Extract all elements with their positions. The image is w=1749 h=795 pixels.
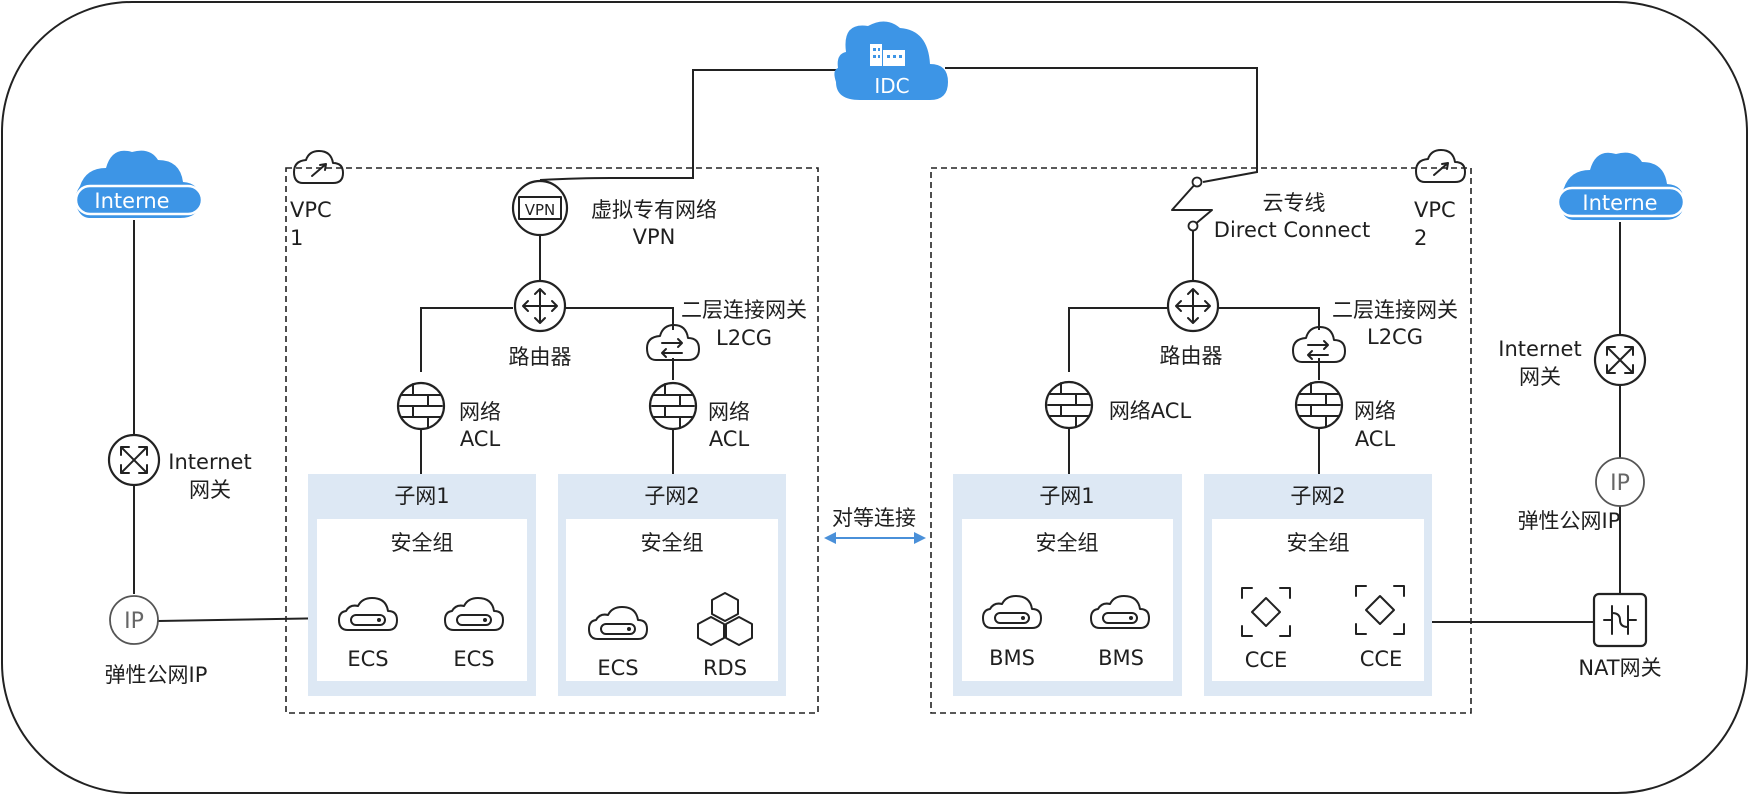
right-gateway-label-1: Internet: [1498, 337, 1581, 361]
vpc1-vpn: VPN 虚拟专有网络 VPN: [511, 179, 717, 249]
vpn-icon-text: VPN: [525, 201, 556, 219]
nat-icon: [1603, 605, 1637, 635]
vpc1-subnet2-acl-label-2: ACL: [709, 427, 750, 451]
acl-firewall-icon: [396, 381, 446, 431]
vpc1-subnet1-acl-label-2: ACL: [460, 427, 501, 451]
vpc1-subnet2-title: 子网2: [644, 484, 699, 508]
right-gateway-label-2: 网关: [1519, 365, 1561, 389]
vpc2-router-label: 路由器: [1160, 344, 1223, 368]
acl-firewall-icon: [1044, 380, 1094, 430]
vpc1-vpn-label-2: VPN: [633, 225, 676, 249]
right-eip: IP 弹性公网IP: [1518, 457, 1645, 533]
building-cloud-icon: [870, 44, 905, 66]
vpc1-cloud-icon: [293, 150, 344, 184]
vpc1-router-label: 路由器: [509, 345, 572, 369]
vpc2-l2cg: 二层连接网关 L2CG: [1292, 298, 1458, 363]
internet-cloud-right: Interne: [1556, 152, 1686, 220]
vpc1-name-1: VPC: [290, 198, 332, 222]
vpc2-subnet2-res1: CCE: [1245, 648, 1288, 672]
acl-firewall-icon: [648, 381, 698, 431]
router-icon: [513, 279, 567, 333]
left-eip-label: 弹性公网IP: [105, 663, 208, 687]
vpc-peering: 对等连接: [824, 506, 926, 544]
vpc1-subnet1-title: 子网1: [394, 484, 449, 508]
vpc1-subnet1-res2: ECS: [453, 647, 494, 671]
internet-left-label: Interne: [94, 189, 169, 213]
internet-cloud-left: Interne: [74, 150, 204, 218]
idc-label: IDC: [874, 74, 909, 98]
l2cg-cloud-icon: [1292, 326, 1346, 363]
vpc2-subnet1-sg-title: 安全组: [1036, 531, 1099, 555]
vpc1-boundary: [285, 167, 819, 714]
vpc1-acl-1: 网络 ACL: [396, 381, 501, 451]
vpc2-cloud-icon: [1415, 149, 1466, 183]
security-group: [1212, 519, 1424, 681]
vpc1-subnet2-res1: ECS: [597, 656, 638, 680]
vpc2-subnet2-sg-title: 安全组: [1287, 531, 1350, 555]
nat-label: NAT网关: [1578, 656, 1661, 680]
vpc1-l2cg-label-2: L2CG: [716, 326, 772, 350]
l2cg-cloud-icon: [646, 324, 700, 361]
vpc1-subnet2-acl-label-1: 网络: [708, 400, 750, 424]
vpc2-subnet1-res2: BMS: [1098, 646, 1144, 670]
vpc2-subnet2-acl-label-2: ACL: [1355, 427, 1396, 451]
right-eip-icon-text: IP: [1610, 471, 1630, 496]
vpc1-l2cg-label-1: 二层连接网关: [681, 298, 807, 322]
vpc2-boundary: [930, 167, 1472, 714]
vpc2-dc-label-1: 云专线: [1263, 191, 1326, 215]
vpc2-subnet2-res2: CCE: [1360, 647, 1403, 671]
left-eip: IP 弹性公网IP: [105, 595, 208, 687]
vpc1-l2cg: 二层连接网关 L2CG: [646, 298, 807, 361]
vpc1-subnet1-sg-title: 安全组: [391, 531, 454, 555]
vpc1-subnet1-acl-label-1: 网络: [459, 400, 501, 424]
vpc1-subnet2-res2: RDS: [703, 656, 747, 680]
vpc1-acl-2: 网络 ACL: [648, 381, 750, 451]
vpc2-name-1: VPC: [1414, 198, 1456, 222]
vpc2-subnet1-res1: BMS: [989, 646, 1035, 670]
left-internet-gateway: Internet 网关: [107, 433, 252, 502]
router-icon: [1166, 279, 1220, 333]
rds-icon: [697, 592, 753, 646]
nat-gateway: NAT网关: [1578, 592, 1662, 680]
vpc1-subnet1-res1: ECS: [347, 647, 388, 671]
right-internet-gateway: Internet 网关: [1498, 333, 1647, 389]
vpc2-name-2: 2: [1414, 226, 1427, 250]
vpc1-router: 路由器: [509, 279, 572, 369]
vpc1-subnet2: 子网2 安全组 ECS RDS: [558, 474, 786, 696]
left-eip-icon-text: IP: [124, 609, 144, 634]
internet-right-label: Interne: [1582, 191, 1657, 215]
vpc1-name-2: 1: [290, 226, 303, 250]
vpc2-l2cg-label-2: L2CG: [1367, 325, 1423, 349]
security-group: [317, 519, 527, 681]
left-gateway-label-2: 网关: [189, 478, 231, 502]
peering-label: 对等连接: [832, 506, 916, 530]
idc-cloud: IDC: [834, 21, 948, 100]
vpc2-l2cg-label-1: 二层连接网关: [1332, 298, 1458, 322]
vpc2-subnet2-title: 子网2: [1290, 484, 1345, 508]
vpc2-subnet2-acl-label-1: 网络: [1354, 399, 1396, 423]
vpc2-direct-connect: 云专线 Direct Connect: [1171, 176, 1370, 242]
vpc2-router: 路由器: [1160, 279, 1223, 368]
vpc2-subnet1-acl-label: 网络ACL: [1109, 399, 1192, 423]
vpc1-subnet2-sg-title: 安全组: [641, 531, 704, 555]
security-group: [962, 519, 1173, 681]
vpc2-subnet1-title: 子网1: [1039, 484, 1094, 508]
vpc2: VPC 2 云专线 Direct Connect 路由器 二层连接网关 L2CG…: [930, 149, 1472, 714]
security-group: [566, 519, 778, 681]
vpc2-subnet2: 子网2 安全组 CCE CCE: [1204, 474, 1432, 696]
vpc2-acl-2: 网络 ACL: [1294, 380, 1396, 451]
right-eip-label: 弹性公网IP: [1518, 509, 1621, 533]
vpc1-subnet1: 子网1 安全组 ECS ECS: [308, 474, 536, 696]
left-gateway-label-1: Internet: [168, 450, 251, 474]
vpc2-acl-1: 网络ACL: [1044, 380, 1192, 430]
vpc1-vpn-label-1: 虚拟专有网络: [591, 198, 717, 222]
direct-connect-icon: [1171, 181, 1213, 227]
vpc1: VPC 1 VPN 虚拟专有网络 VPN 路由器 二层连接网关 L2CG 网络 …: [285, 150, 819, 714]
acl-firewall-icon: [1294, 380, 1344, 430]
vpc2-dc-label-2: Direct Connect: [1214, 218, 1370, 242]
vpc2-subnet1: 子网1 安全组 BMS BMS: [953, 474, 1182, 696]
